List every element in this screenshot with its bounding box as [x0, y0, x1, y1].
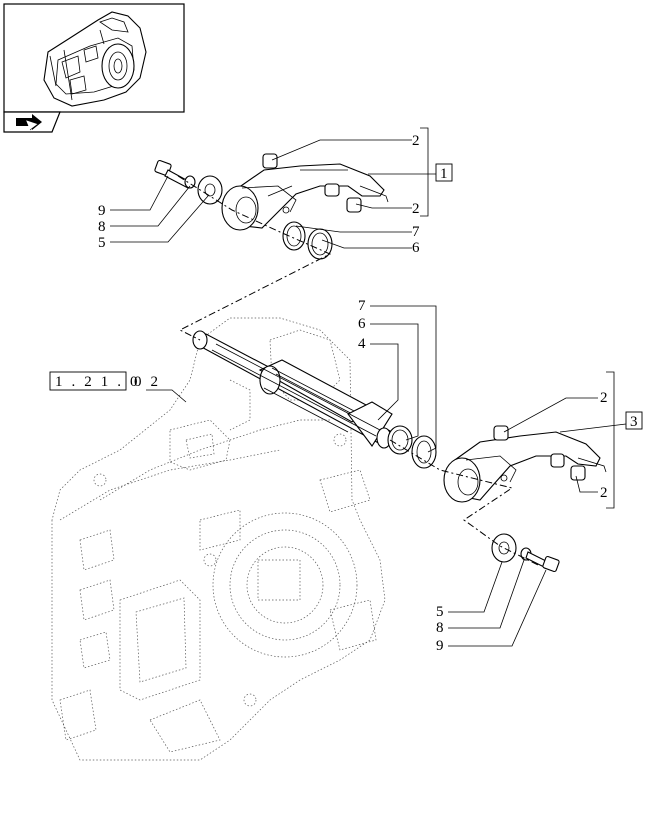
shift-fork-bottom[interactable]	[443, 431, 607, 503]
bolt-top[interactable]	[154, 159, 191, 189]
shift-shaft[interactable]	[192, 330, 393, 449]
assembly-box-1[interactable]: 1	[435, 163, 453, 182]
pad-top-c[interactable]	[324, 183, 340, 197]
callout-9-bot[interactable]: 9	[436, 638, 444, 654]
pad-bot-c[interactable]	[570, 465, 586, 481]
callout-9-top[interactable]: 9	[98, 203, 106, 219]
callout-8-bot[interactable]: 8	[436, 620, 444, 636]
housing-thumbnail-image	[43, 11, 147, 107]
callout-2-b[interactable]: 2	[412, 201, 420, 217]
pad-bot-b[interactable]	[550, 453, 565, 468]
pad-top-a[interactable]	[262, 153, 278, 169]
callout-4-mid[interactable]: 4	[358, 336, 366, 352]
assembly-box-1-label: 1	[440, 166, 448, 182]
callout-2-d[interactable]: 2	[600, 485, 608, 501]
assembly-box-3[interactable]: 3	[625, 411, 643, 430]
callout-6-mid[interactable]: 6	[358, 316, 366, 332]
top-fork-assembly	[154, 153, 389, 260]
washer-top[interactable]	[197, 175, 223, 205]
leader-lines	[110, 127, 627, 647]
assembly-axis-lines	[177, 175, 541, 567]
washer-bottom[interactable]	[491, 533, 517, 563]
assembly-box-3-label: 3	[630, 414, 638, 430]
callout-7-top[interactable]: 7	[412, 224, 420, 240]
shift-fork-top[interactable]	[221, 163, 389, 231]
pad-bot-a[interactable]	[493, 425, 509, 441]
navigation-arrow-icon[interactable]	[3, 111, 61, 133]
thumbnail-inset[interactable]	[3, 3, 185, 133]
callout-labels: 9 8 5 2 2 7 6 1 7 6 4 2 2 3 5 8 9	[98, 133, 643, 654]
transmission-housing-outline	[51, 317, 386, 761]
callout-8-top[interactable]: 8	[98, 219, 106, 235]
callout-2-a[interactable]: 2	[412, 133, 420, 149]
bolt-bottom[interactable]	[525, 551, 560, 573]
spacer-ring-mid[interactable]	[387, 425, 413, 455]
snap-ring-top[interactable]	[282, 221, 306, 251]
section-reference-suffix: 02	[134, 374, 167, 390]
section-reference-number: 1.21.0	[55, 374, 147, 390]
callout-5-bot[interactable]: 5	[436, 604, 444, 620]
callout-7-mid[interactable]: 7	[358, 298, 366, 314]
callout-2-c[interactable]: 2	[600, 390, 608, 406]
bottom-fork-assembly	[387, 425, 607, 573]
snap-ring-mid[interactable]	[411, 435, 437, 469]
callout-5-top[interactable]: 5	[98, 235, 106, 251]
callout-6-top[interactable]: 6	[412, 240, 420, 256]
section-reference[interactable]: 1.21.0 02	[49, 371, 167, 391]
spacer-ring-top[interactable]	[307, 228, 333, 260]
